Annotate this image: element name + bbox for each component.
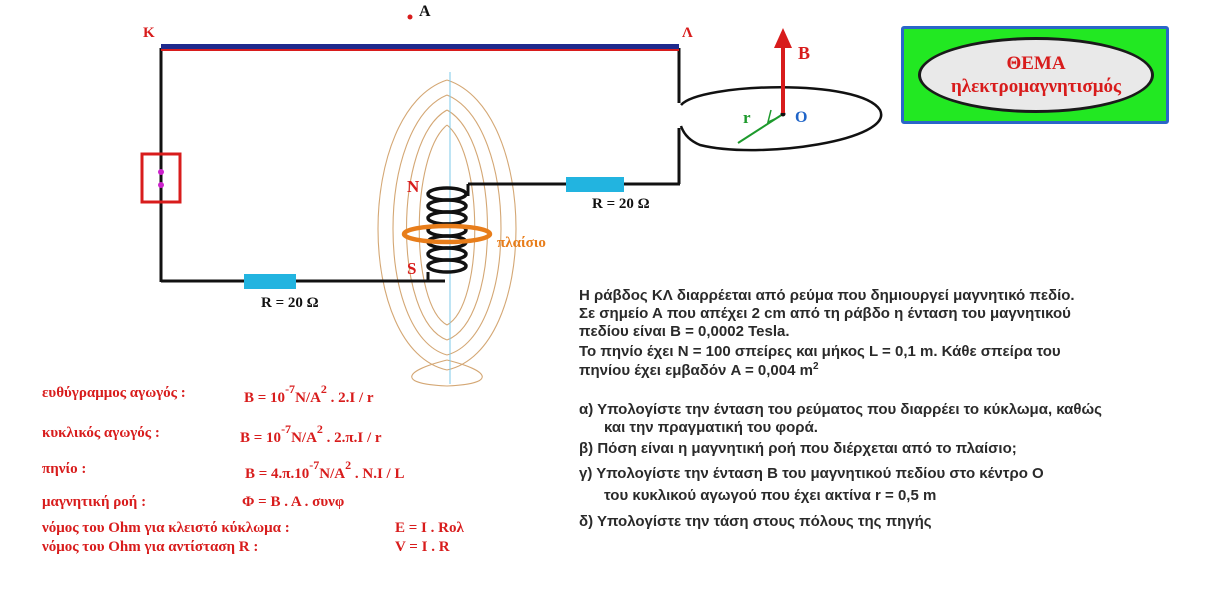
coil-turn xyxy=(426,246,468,262)
formula-label: κυκλικός αγωγός : xyxy=(42,425,160,441)
title-line-1: ΘΕΜΑ xyxy=(1006,53,1066,74)
question-c-line-2: του κυκλικού αγωγού που έχει ακτίνα r = … xyxy=(604,487,937,504)
formula-circular-conductor: κυκλικός αγωγός : B = 10-7N/A2 . 2.π.I /… xyxy=(42,422,382,446)
circular-conductor xyxy=(679,86,883,152)
label-r: r xyxy=(743,108,751,127)
formula-expression: V = I . R xyxy=(395,539,450,555)
label-a: A xyxy=(419,3,431,20)
formula-expression: B = 10-7N/A2 . 2.I / r xyxy=(244,382,374,406)
coil-turn xyxy=(426,186,468,202)
field-line xyxy=(446,94,502,356)
title-ellipse: ΘΕΜΑ ηλεκτρομαγνητισμός xyxy=(918,37,1154,113)
title-line-2: ηλεκτρομαγνητισμός xyxy=(950,76,1122,97)
label-frame: πλαίσιο xyxy=(497,235,546,251)
frame-ring xyxy=(401,223,493,245)
question-d: δ) Υπολογίστε την τάση στους πόλους της … xyxy=(579,513,932,530)
problem-line-1: Η ράβδος ΚΛ διαρρέεται από ρεύμα που δημ… xyxy=(579,287,1075,304)
formula-label: πηνίο : xyxy=(42,461,87,477)
field-lines xyxy=(377,79,517,387)
formula-straight-conductor: ευθύγραμμος αγωγός : B = 10-7N/A2 . 2.I … xyxy=(42,382,374,406)
question-c-line-1: γ) Υπολογίστε την ένταση B του μαγνητικο… xyxy=(579,465,1044,482)
rod-kl xyxy=(161,44,679,49)
formula-expression: B = 10-7N/A2 . 2.π.I / r xyxy=(240,422,382,446)
label-resistor-right: R = 20 Ω xyxy=(592,196,650,212)
resistor-left xyxy=(244,274,296,289)
formula-expression: Φ = B . A . συνφ xyxy=(242,494,345,510)
label-resistor-left: R = 20 Ω xyxy=(261,295,319,311)
formula-ohm-resistor: νόμος του Ohm για αντίσταση R : V = I . … xyxy=(42,539,450,556)
label-k: Κ xyxy=(143,25,155,41)
voltage-source xyxy=(140,152,182,204)
formula-expression: E = I . Rολ xyxy=(395,520,464,536)
problem-line-3: πεδίου είναι B = 0,0002 Tesla. xyxy=(579,323,790,340)
label-n: N xyxy=(407,177,420,196)
formula-ohm-closed-circuit: νόμος του Ohm για κλειστό κύκλωμα : E = … xyxy=(42,520,464,537)
problem-line-4: Το πηνίο έχει N = 100 σπείρες και μήκος … xyxy=(579,343,1061,360)
question-b: β) Πόση είναι η μαγνητική ροή που διέρχε… xyxy=(579,440,1017,457)
label-b: B xyxy=(798,43,811,63)
formula-label: ευθύγραμμος αγωγός : xyxy=(42,385,186,401)
formula-coil: πηνίο : B = 4.π.10-7N/A2 . N.I / L xyxy=(42,458,404,482)
resistor-right xyxy=(566,177,624,192)
field-line xyxy=(446,79,517,371)
problem-line-5: πηνίου έχει εμβαδόν A = 0,004 m2 xyxy=(579,361,819,379)
formula-label: μαγνητική ροή : xyxy=(42,494,147,510)
coil xyxy=(426,186,468,274)
field-line xyxy=(446,359,483,387)
formula-label: νόμος του Ohm για κλειστό κύκλωμα : xyxy=(42,520,290,536)
question-a-line-2: και την πραγματική του φορά. xyxy=(604,419,818,436)
field-line xyxy=(377,79,448,371)
coil-turn xyxy=(426,210,468,226)
field-vector-b-head xyxy=(774,28,792,48)
coil-turn xyxy=(426,198,468,214)
label-l: Λ xyxy=(682,25,693,41)
problem-line-2: Σε σημείο Α που απέχει 2 cm από τη ράβδο… xyxy=(579,305,1071,322)
formula-magnetic-flux: μαγνητική ροή : Φ = B . A . συνφ xyxy=(42,494,344,511)
formula-expression: B = 4.π.10-7N/A2 . N.I / L xyxy=(245,458,405,482)
formula-label: νόμος του Ohm για αντίσταση R : xyxy=(42,539,259,555)
circuit-wires xyxy=(159,48,681,283)
label-o: O xyxy=(795,109,808,126)
coil-turn xyxy=(426,258,468,274)
field-line xyxy=(405,109,448,341)
point-a-dot xyxy=(407,14,413,20)
title-badge: ΘΕΜΑ ηλεκτρομαγνητισμός xyxy=(901,26,1169,124)
field-line xyxy=(446,109,489,341)
right-angle-mark xyxy=(766,109,780,124)
question-a-line-1: α) Υπολογίστε την ένταση του ρεύματος πο… xyxy=(579,401,1102,418)
label-s: S xyxy=(407,259,417,278)
source-pin-top xyxy=(158,169,164,175)
field-line xyxy=(411,359,448,387)
source-pin-bottom xyxy=(158,182,164,188)
field-line xyxy=(392,94,448,356)
